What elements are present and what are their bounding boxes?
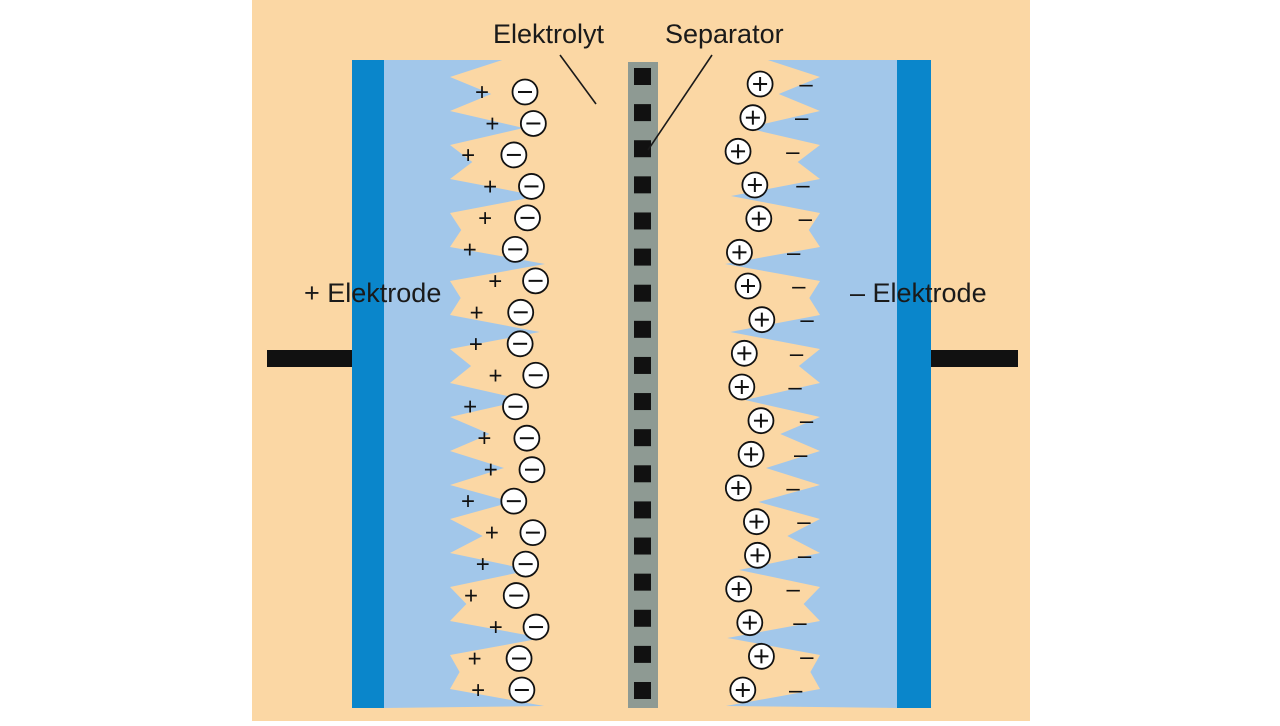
electrode-positive-charge: + <box>471 677 485 704</box>
positive-electrode-label: + Elektrode <box>304 278 441 308</box>
electrode-negative-charge: – <box>800 643 814 670</box>
separator-pore <box>634 501 651 519</box>
separator-leader-line <box>647 54 713 151</box>
electrode-positive-charge: + <box>461 142 475 169</box>
electrode-negative-charge: – <box>800 408 814 435</box>
electrode-positive-charge: + <box>470 299 484 326</box>
electrode-positive-charge: + <box>483 173 497 200</box>
electrode-positive-charge: + <box>485 110 499 137</box>
positive-lead <box>267 350 357 367</box>
electrode-positive-charge: + <box>484 457 498 484</box>
negative-electrode-plate <box>897 60 931 708</box>
separator-pore <box>634 248 651 266</box>
electrolyte-leader-line <box>559 54 597 105</box>
electrode-negative-charge: – <box>800 307 814 334</box>
electrode-negative-charge: – <box>795 105 809 132</box>
separator-pore <box>634 320 651 338</box>
separator-pores <box>634 68 651 699</box>
electrode-positive-charge: + <box>461 488 475 515</box>
separator <box>628 62 658 708</box>
electrode-negative-charge: – <box>787 239 801 266</box>
electrode-positive-charge: + <box>464 583 478 610</box>
separator-pore <box>634 176 651 194</box>
positive-electrode-material <box>384 60 545 708</box>
separator-pore <box>634 645 651 663</box>
electrolyte-label: Elektrolyt <box>493 19 605 49</box>
electrode-positive-charge: + <box>476 551 490 578</box>
electrode-negative-charge: – <box>799 71 813 98</box>
electrode-negative-charge: – <box>792 273 806 300</box>
electrode-positive-charge: + <box>489 614 503 641</box>
electrode-positive-charge: + <box>475 79 489 106</box>
electrode-negative-charge: – <box>787 576 801 603</box>
positive-electrode-charges: ++++++++++++++++++++ <box>461 78 550 704</box>
electrode-positive-charge: + <box>463 236 477 263</box>
electrode-positive-charge: + <box>477 425 491 452</box>
separator-pore <box>634 68 651 85</box>
electrode-negative-charge: – <box>796 172 810 199</box>
separator-pore <box>634 609 651 627</box>
electrode-negative-charge: – <box>788 374 802 401</box>
electrode-negative-charge: – <box>786 138 800 165</box>
electrode-negative-charge: – <box>799 206 813 233</box>
electrode-negative-charge: – <box>789 677 803 704</box>
negative-electrode-material <box>725 60 897 708</box>
separator-pore <box>634 573 651 591</box>
separator-pore <box>634 393 651 411</box>
separator-pore <box>634 212 651 230</box>
electrode-positive-charge: + <box>485 520 499 547</box>
separator-pore <box>634 104 651 122</box>
separator-pore <box>634 465 651 483</box>
electrode-positive-charge: + <box>478 205 492 232</box>
separator-pore <box>634 682 651 699</box>
electrode-negative-charge: – <box>798 542 812 569</box>
separator-pore <box>634 356 651 374</box>
electrode-negative-charge: – <box>794 441 808 468</box>
electrode-negative-charge: – <box>797 509 811 536</box>
separator-pore <box>634 429 651 447</box>
electrode-positive-charge: + <box>488 268 502 295</box>
separator-pore <box>634 140 651 158</box>
separator-pore <box>634 284 651 302</box>
electrode-positive-charge: + <box>469 331 483 358</box>
electrode-negative-charge: – <box>786 475 800 502</box>
separator-pore <box>634 537 651 555</box>
negative-electrode-charges: – – – – – – – – – – – – – – – – – – – <box>724 70 814 704</box>
electrode-negative-charge: – <box>793 610 807 637</box>
negative-lead <box>928 350 1018 367</box>
separator-label: Separator <box>665 19 784 49</box>
negative-electrode-label: – Elektrode <box>850 278 987 308</box>
electrode-positive-charge: + <box>488 362 502 389</box>
positive-electrode-plate <box>352 60 384 708</box>
electrode-negative-charge: – <box>790 340 804 367</box>
electrode-positive-charge: + <box>463 394 477 421</box>
electrode-positive-charge: + <box>468 646 482 673</box>
